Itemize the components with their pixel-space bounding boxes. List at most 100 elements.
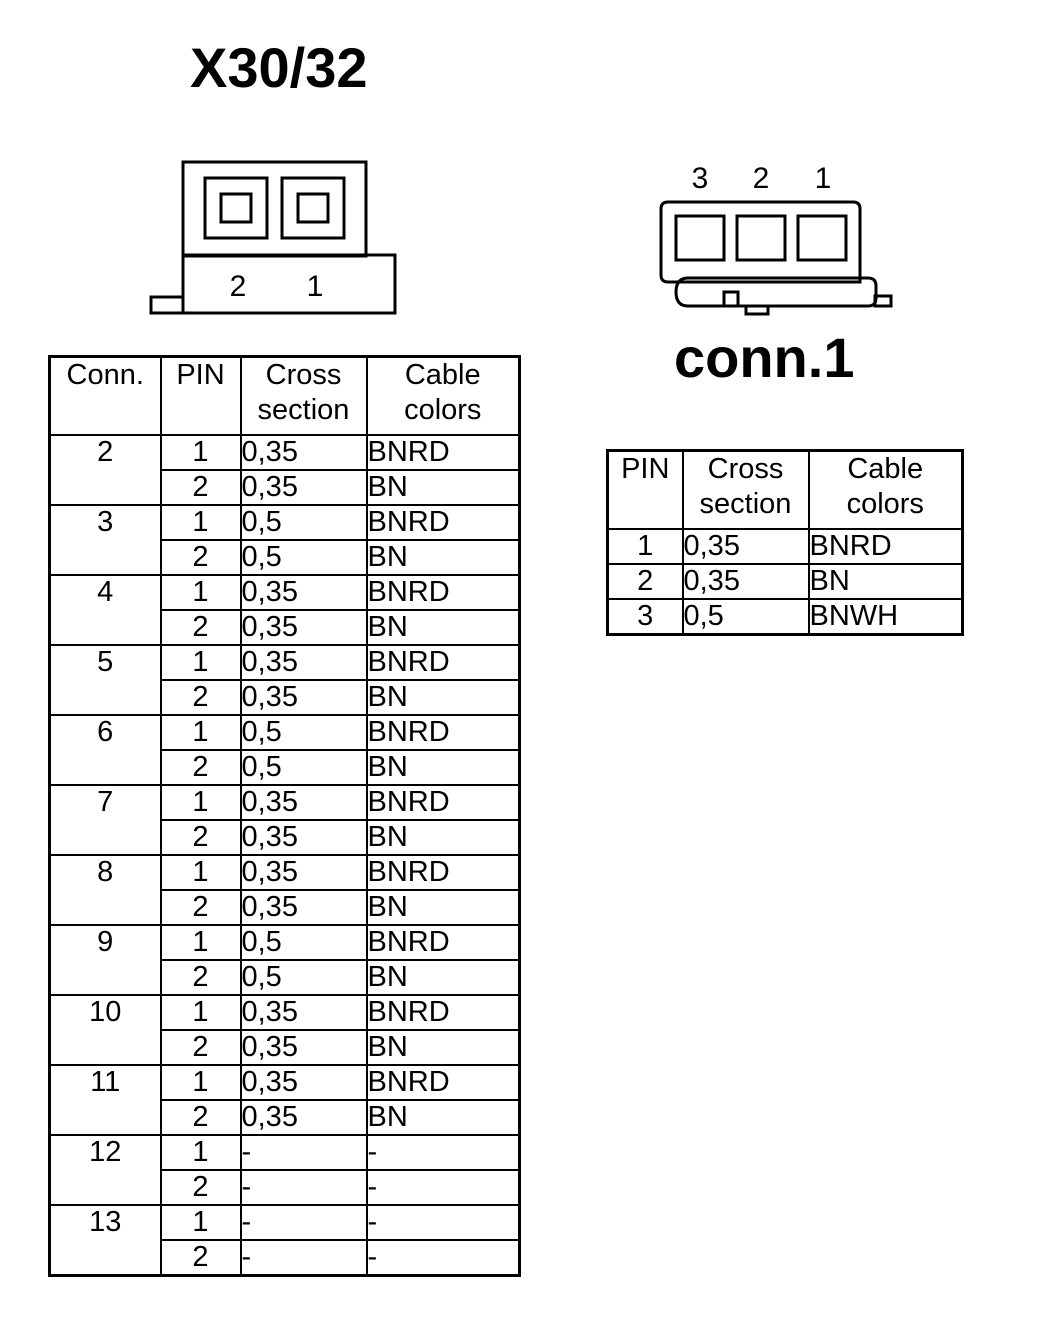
x30-connector-latch (149, 295, 185, 315)
pin-number: 2 (159, 1168, 242, 1206)
cable-color: BN (365, 678, 521, 716)
cable-color: BNRD (365, 1063, 521, 1101)
pin-number: 1 (159, 433, 242, 471)
pin-number: 1 (606, 527, 684, 565)
cross-section: 0,35 (239, 678, 368, 716)
cable-color: BNRD (365, 993, 521, 1031)
cable-color: - (365, 1203, 521, 1241)
pin-number: 1 (159, 923, 242, 961)
cable-color: BNWH (807, 597, 964, 635)
cable-color: BNRD (365, 503, 521, 541)
pin-number: 1 (159, 853, 242, 891)
pin-number: 2 (159, 1238, 242, 1276)
x30-pin-label-1: 1 (307, 270, 324, 303)
cross-section: 0,35 (239, 643, 368, 681)
cross-section: 0,5 (239, 713, 368, 751)
cross-section: 0,5 (239, 503, 368, 541)
cable-color: BN (365, 1028, 521, 1066)
cross-section: 0,35 (239, 993, 368, 1031)
x30-pin-cavity-2 (203, 176, 269, 240)
pin-number: 2 (606, 562, 684, 600)
cross-section: 0,35 (239, 573, 368, 611)
cable-color: BNRD (365, 923, 521, 961)
x30-header-pin: PIN (159, 355, 242, 436)
conn1-pin-label-3: 3 (692, 162, 709, 195)
table-row: 2-- (50, 1238, 521, 1276)
pin-number: 2 (159, 608, 242, 646)
pin-number: 2 (159, 818, 242, 856)
x30-header-conn: Conn. (48, 355, 162, 436)
cable-color: - (365, 1238, 521, 1276)
cross-section: 0,35 (239, 433, 368, 471)
cable-color: BNRD (807, 527, 964, 565)
pin-number: 1 (159, 1063, 242, 1101)
x30-pin-inner-2 (219, 192, 253, 224)
cross-section: 0,35 (681, 562, 810, 600)
cross-section: - (239, 1133, 368, 1171)
cross-section: 0,35 (239, 1098, 368, 1136)
pin-number: 2 (159, 748, 242, 786)
pin-number: 2 (159, 468, 242, 506)
x30-connector-base (181, 253, 397, 315)
cross-section: 0,5 (239, 958, 368, 996)
cable-color: BN (365, 958, 521, 996)
cable-color: - (365, 1133, 521, 1171)
conn1-connector-tab (744, 304, 770, 316)
cable-color: BNRD (365, 643, 521, 681)
cross-section: 0,35 (239, 1028, 368, 1066)
pin-number: 1 (159, 503, 242, 541)
connector-number: 10 (48, 993, 162, 1066)
conn1-pin-cavity-3 (674, 214, 726, 262)
pin-number: 1 (159, 783, 242, 821)
cable-color: BN (365, 818, 521, 856)
cross-section: - (239, 1168, 368, 1206)
pin-number: 2 (159, 538, 242, 576)
conn1-connector-body (659, 200, 862, 284)
conn1-pin-cavity-1 (796, 214, 848, 262)
cross-section: 0,5 (239, 923, 368, 961)
connector-number: 2 (48, 433, 162, 506)
pin-number: 3 (606, 597, 684, 635)
connector-number: 4 (48, 573, 162, 646)
cable-color: - (365, 1168, 521, 1206)
connector-number: 11 (48, 1063, 162, 1136)
cross-section: 0,35 (239, 853, 368, 891)
cross-section: - (239, 1203, 368, 1241)
pin-number: 2 (159, 958, 242, 996)
cross-section: 0,35 (681, 527, 810, 565)
x30-pin-inner-1 (296, 192, 330, 224)
cable-color: BN (365, 468, 521, 506)
connector-number: 8 (48, 853, 162, 926)
x30-pin-cavity-1 (280, 176, 346, 240)
conn1-pin-cavity-2 (735, 214, 787, 262)
connector-number: 5 (48, 643, 162, 716)
cable-color: BN (365, 608, 521, 646)
table-row: 2-- (50, 1168, 521, 1206)
cable-color: BN (365, 538, 521, 576)
cable-color: BNRD (365, 713, 521, 751)
cross-section: - (239, 1238, 368, 1276)
cross-section: 0,35 (239, 783, 368, 821)
